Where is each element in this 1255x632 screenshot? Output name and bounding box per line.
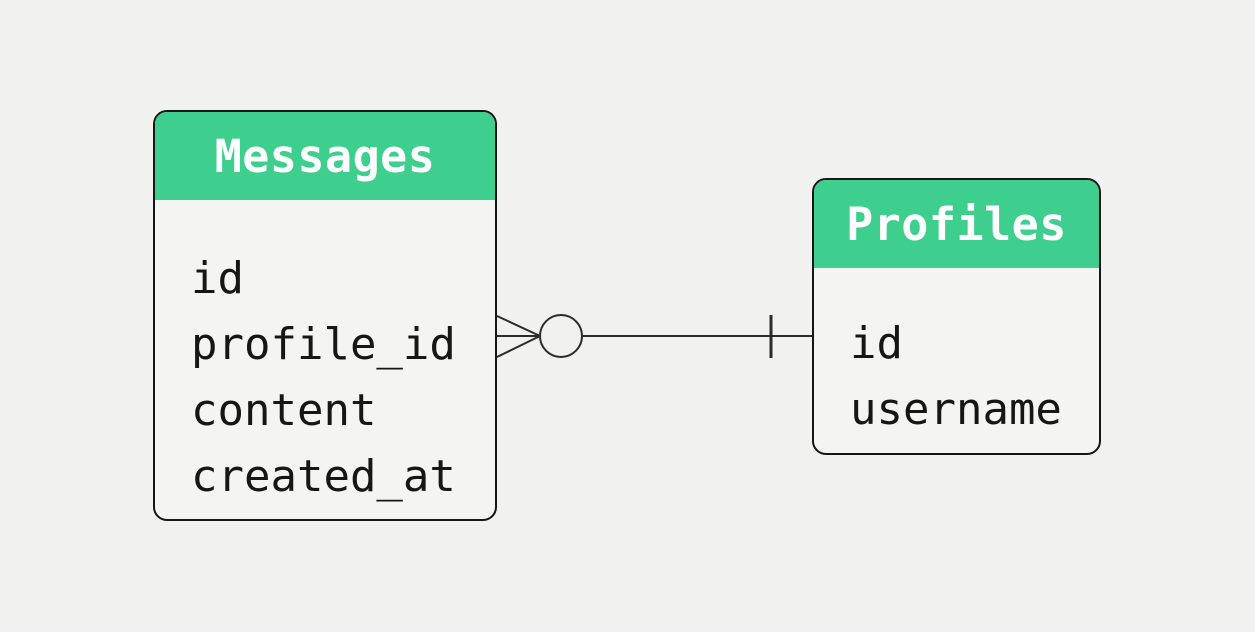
field-id: id [850, 318, 903, 369]
entity-profiles[interactable]: Profiles id username [812, 178, 1101, 455]
entity-messages-title: Messages [214, 129, 436, 183]
field-username: username [850, 384, 1062, 435]
entity-profiles-fields: id username [814, 268, 1099, 443]
entity-profiles-header: Profiles [814, 180, 1099, 268]
crow-foot-many-icon [496, 315, 541, 358]
entity-messages-header: Messages [155, 112, 495, 200]
entity-messages-fields: id profile_id content created_at [155, 200, 495, 510]
entity-messages[interactable]: Messages id profile_id content created_a… [153, 110, 497, 521]
field-profile-id: profile_id [191, 319, 456, 370]
field-created-at: created_at [191, 451, 456, 502]
entity-profiles-title: Profiles [846, 197, 1067, 251]
field-content: content [191, 385, 377, 436]
zero-circle-icon [539, 314, 583, 358]
field-id: id [191, 253, 244, 304]
